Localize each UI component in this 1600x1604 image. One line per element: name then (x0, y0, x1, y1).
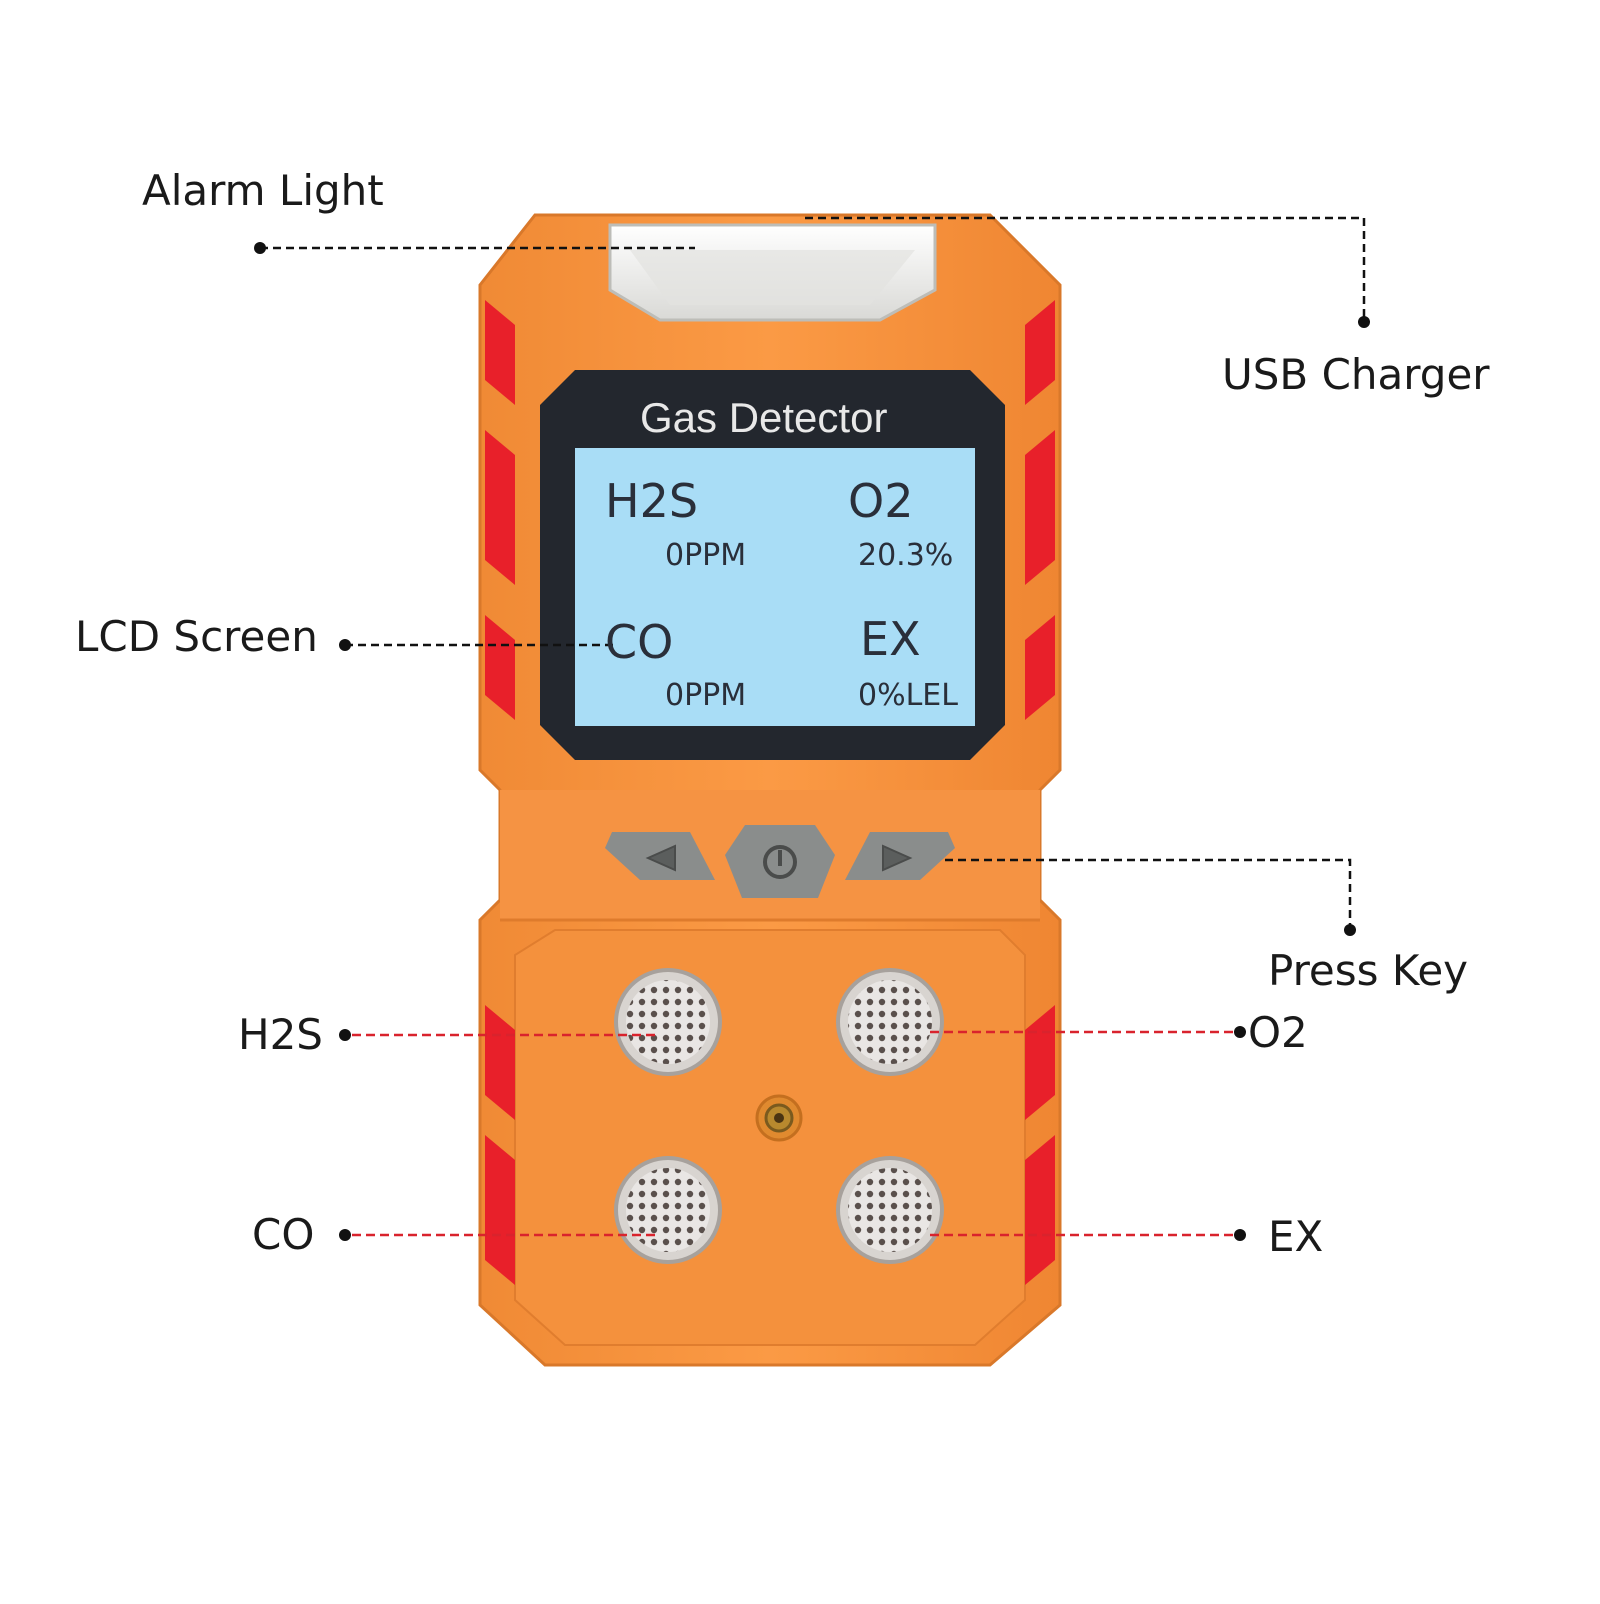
triangle-left-icon (645, 844, 676, 872)
side-grips (485, 300, 1055, 1285)
callout-press-key: Press Key (1268, 946, 1469, 995)
callout-h2s: H2S (238, 1010, 323, 1059)
lcd-gas-ex: EX (860, 612, 921, 666)
press-key-leader (945, 858, 1352, 930)
left-key[interactable] (605, 832, 715, 880)
lcd-gas-h2s: H2S (605, 474, 699, 528)
sensor-o2 (836, 968, 944, 1076)
lcd-value-ex: 0%LEL (858, 678, 958, 713)
callout-o2: O2 (1248, 1008, 1308, 1057)
power-key[interactable] (725, 825, 835, 898)
center-screw (755, 1094, 803, 1142)
lcd-value-h2s: 0PPM (665, 538, 747, 573)
screen-title: Gas Detector (640, 394, 888, 441)
sensor-ex (836, 1156, 944, 1264)
callout-co: CO (252, 1210, 315, 1259)
sensor-leader-lines (352, 1030, 1234, 1237)
sensor-h2s (614, 968, 722, 1076)
callout-lcd-screen: LCD Screen (75, 612, 318, 661)
leader-lines (260, 216, 1366, 930)
callout-ex: EX (1268, 1212, 1324, 1261)
sensor-co (614, 1156, 722, 1264)
lcd-gas-o2: O2 (848, 474, 914, 528)
lcd-value-o2: 20.3% (858, 538, 954, 573)
power-icon (763, 845, 797, 879)
triangle-right-icon (882, 844, 913, 872)
lcd-value-co: 0PPM (665, 678, 747, 713)
usb-charger-leader (805, 216, 1366, 322)
lcd-gas-co: CO (605, 615, 674, 669)
callout-usb-charger: USB Charger (1222, 350, 1490, 399)
keypad (605, 825, 955, 898)
leader-dots (254, 242, 1370, 1241)
right-key[interactable] (845, 832, 955, 880)
lcd-screen (575, 448, 975, 726)
callout-alarm-light: Alarm Light (142, 166, 384, 215)
alarm-light (608, 223, 937, 322)
